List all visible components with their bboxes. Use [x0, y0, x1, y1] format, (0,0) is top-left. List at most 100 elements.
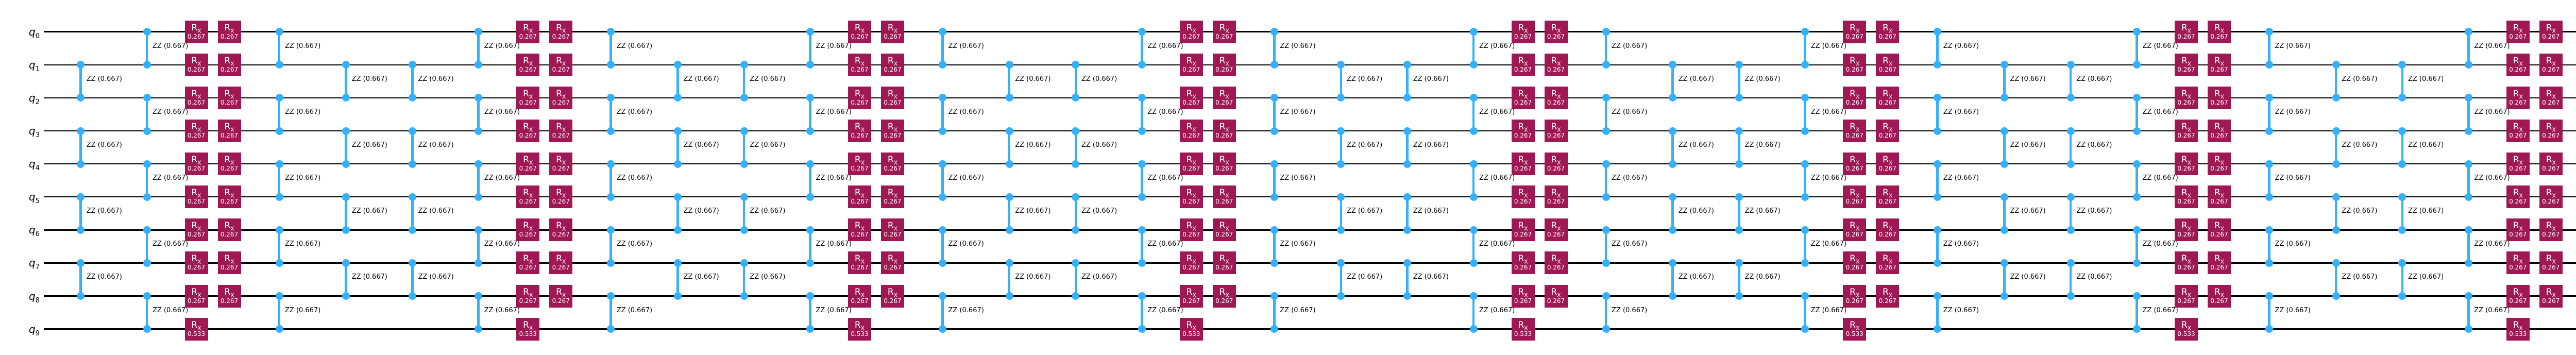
- rzz-endpoint-dot: [1072, 193, 1080, 201]
- rx-gate-value: 0.267: [519, 65, 537, 73]
- rzz-endpoint-dot: [1270, 160, 1278, 168]
- rx-symbol-subscript: X: [230, 192, 234, 199]
- rx-symbol: R: [1186, 221, 1193, 231]
- rzz-endpoint-dot: [2332, 127, 2340, 135]
- rx-gate-value: 0.267: [1547, 98, 1565, 106]
- rzz-connector-line: [1074, 197, 1077, 230]
- qubit-label-q1: q1: [0, 58, 40, 73]
- rx-symbol: R: [1518, 286, 1524, 297]
- rzz-connector-line: [609, 164, 613, 197]
- rzz-endpoint-dot: [1934, 193, 1942, 201]
- rx-gate-value: 0.267: [1845, 165, 1863, 173]
- rzz-endpoint-dot: [2265, 28, 2273, 36]
- rzz-connector-line: [742, 197, 745, 230]
- rzz-endpoint-dot: [2000, 259, 2008, 267]
- rx-gate-value: 0.267: [1514, 98, 1532, 106]
- rzz-connector-line: [2401, 263, 2404, 296]
- rzz-endpoint-dot: [1138, 226, 1146, 234]
- rx-gate-value: 0.267: [187, 297, 206, 305]
- rx-symbol: R: [2513, 286, 2519, 297]
- qubit-name: q: [29, 91, 36, 104]
- rzz-endpoint-dot: [939, 160, 946, 168]
- rzz-endpoint-dot: [2000, 127, 2008, 135]
- rx-gate-name: RX: [2181, 156, 2191, 166]
- rx-symbol-subscript: X: [2519, 291, 2523, 298]
- rzz-endpoint-dot: [1602, 259, 1610, 267]
- rx-symbol: R: [854, 188, 861, 198]
- rzz-gate-label: ZZ (0.667): [1081, 141, 1117, 149]
- rx-symbol: R: [1518, 22, 1524, 33]
- rzz-gate-label: ZZ (0.667): [816, 42, 852, 50]
- rx-gate-name: RX: [2214, 222, 2224, 232]
- qubit-index: 5: [35, 197, 40, 206]
- rzz-endpoint-dot: [2265, 94, 2273, 102]
- rzz-gate-label: ZZ (0.667): [1479, 306, 1515, 314]
- rx-gate-value: 0.267: [851, 231, 869, 239]
- rzz-connector-line: [477, 164, 480, 197]
- rx-gate-value: 0.267: [220, 98, 239, 106]
- rzz-endpoint-dot: [143, 160, 151, 168]
- rzz-connector-line: [145, 164, 148, 197]
- rx-gate-value: 0.267: [851, 165, 869, 173]
- rx-symbol: R: [2513, 22, 2519, 33]
- rx-symbol-subscript: X: [1524, 60, 1528, 67]
- rzz-connector-line: [1671, 197, 1674, 230]
- rzz-gate-label: ZZ (0.667): [1147, 42, 1183, 50]
- rzz-gate-label: ZZ (0.667): [351, 273, 387, 281]
- rx-symbol-subscript: X: [529, 225, 533, 232]
- rx-gate-name: RX: [191, 23, 201, 33]
- rzz-endpoint-dot: [1735, 292, 1743, 300]
- rzz-endpoint-dot: [2265, 292, 2273, 300]
- rx-symbol: R: [523, 188, 529, 198]
- rzz-connector-line: [609, 31, 613, 65]
- rx-symbol: R: [1850, 188, 1856, 198]
- rzz-endpoint-dot: [77, 193, 85, 201]
- rx-symbol: R: [1551, 55, 1557, 66]
- rx-symbol: R: [854, 155, 861, 165]
- rx-gate-name: RX: [1518, 156, 1528, 166]
- rzz-gate-label: ZZ (0.667): [2076, 141, 2112, 149]
- rx-symbol: R: [887, 55, 894, 66]
- rzz-endpoint-dot: [2398, 127, 2406, 135]
- rx-gate-value: 0.267: [884, 132, 902, 139]
- rx-symbol-subscript: X: [2519, 159, 2523, 166]
- rzz-gate-label: ZZ (0.667): [1479, 240, 1515, 248]
- rx-gate-name: RX: [523, 23, 533, 33]
- rzz-endpoint-dot: [1735, 193, 1743, 201]
- rx-gate-value: 0.267: [2509, 98, 2527, 106]
- rzz-gate-label: ZZ (0.667): [1810, 108, 1847, 116]
- rx-gate-name: RX: [224, 189, 234, 199]
- rx-symbol: R: [1186, 253, 1193, 264]
- rx-gate-name: RX: [1883, 56, 1892, 66]
- rzz-connector-line: [477, 296, 480, 329]
- rzz-endpoint-dot: [1005, 94, 1013, 102]
- rx-gate-value: 0.267: [1182, 297, 1200, 305]
- rzz-endpoint-dot: [2332, 61, 2340, 69]
- rzz-connector-line: [1936, 164, 1939, 197]
- rzz-endpoint-dot: [1403, 61, 1412, 69]
- rzz-endpoint-dot: [673, 226, 682, 234]
- rx-symbol-subscript: X: [562, 258, 566, 265]
- rzz-endpoint-dot: [2265, 160, 2273, 168]
- rzz-endpoint-dot: [806, 61, 814, 69]
- rx-symbol-subscript: X: [1855, 126, 1860, 133]
- rzz-endpoint-dot: [2464, 127, 2472, 135]
- qubit-name: q: [29, 224, 36, 236]
- rzz-endpoint-dot: [1270, 28, 1278, 36]
- rzz-connector-line: [345, 263, 347, 296]
- rzz-endpoint-dot: [1270, 61, 1278, 69]
- rx-symbol-subscript: X: [893, 225, 898, 232]
- rx-gate-value: 0.267: [552, 231, 570, 239]
- rx-gate-value: 0.267: [851, 65, 869, 73]
- rzz-endpoint-dot: [2066, 193, 2075, 201]
- rx-gate-value: 0.267: [519, 297, 537, 305]
- rzz-endpoint-dot: [740, 292, 748, 300]
- rzz-endpoint-dot: [342, 61, 350, 69]
